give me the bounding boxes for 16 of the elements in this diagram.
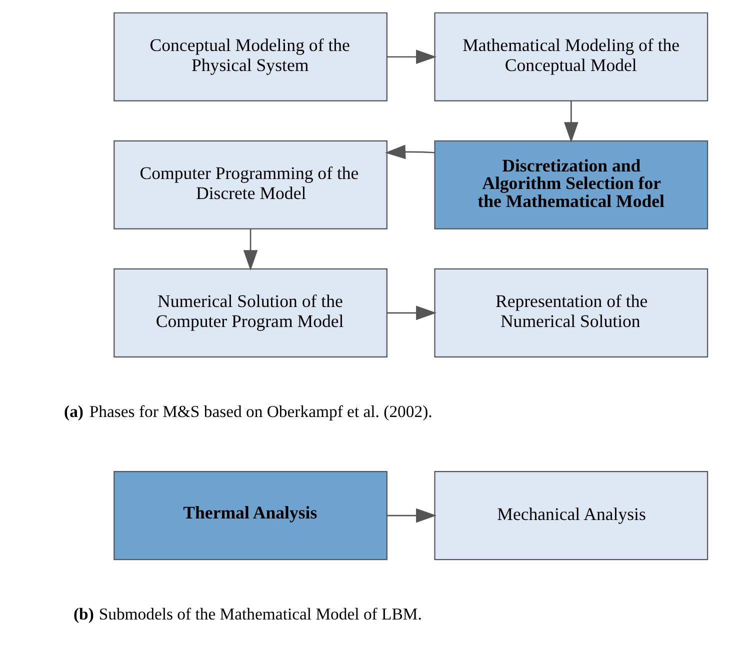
arrow (386, 306, 436, 320)
node-box: Thermal Analysis (113, 471, 387, 560)
arrow (242, 228, 258, 271)
node-box: Representation of the Numerical Solution (434, 268, 708, 358)
node-box: Mechanical Analysis (434, 471, 708, 560)
node-box: Computer Programming of the Discrete Model (113, 140, 387, 230)
arrow (384, 144, 434, 160)
arrow (386, 50, 436, 64)
node-box: Conceptual Modeling of the Physical System (113, 12, 387, 102)
arrow (563, 100, 578, 143)
label: (a) Phases for M&S based on Oberkampf et al. (2002). (64, 402, 432, 422)
arrow (386, 508, 436, 523)
node-box: Numerical Solution of the Computer Program Model (113, 268, 387, 358)
label: (b) Submodels of the Mathematical Model of LBM. (73, 604, 422, 624)
node-box: Discretization and Algorithm Selection for the Mathematical Model (434, 140, 708, 230)
node-box: Mathematical Modeling of the Conceptual Model (434, 12, 708, 102)
